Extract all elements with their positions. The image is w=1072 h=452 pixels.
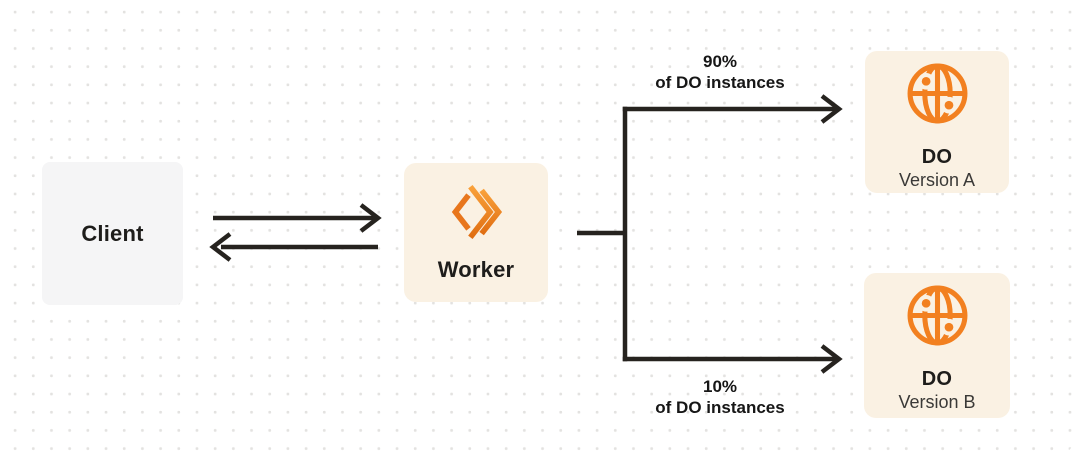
client-node: Client bbox=[42, 162, 183, 305]
do-b-title: DO bbox=[921, 368, 953, 390]
branch-trunk-line bbox=[577, 106, 628, 362]
client-node-label: Client bbox=[81, 220, 144, 246]
branch-90-label: 90% of DO instances bbox=[610, 51, 830, 93]
branch-90-caption: of DO instances bbox=[655, 73, 785, 92]
branch-90-percent: 90% bbox=[702, 52, 738, 71]
branch-arrow-90 bbox=[622, 94, 843, 124]
branch-arrow-10 bbox=[622, 344, 843, 374]
branch-10-label: 10% of DO instances bbox=[610, 376, 830, 418]
do-a-title: DO bbox=[921, 146, 953, 168]
do-b-subtitle: Version B bbox=[898, 392, 976, 412]
client-to-worker-arrow bbox=[213, 203, 382, 233]
durable-object-globe-icon bbox=[905, 283, 970, 353]
cloudflare-workers-icon bbox=[446, 182, 506, 247]
worker-to-client-arrow bbox=[209, 232, 378, 262]
branch-10-percent: 10% bbox=[702, 377, 738, 396]
worker-node-label: Worker bbox=[437, 257, 515, 282]
do-version-a-node: DO Version A bbox=[865, 51, 1009, 193]
durable-object-globe-icon bbox=[905, 61, 970, 131]
branch-10-caption: of DO instances bbox=[655, 398, 785, 417]
do-a-subtitle: Version A bbox=[898, 170, 976, 190]
do-version-b-node: DO Version B bbox=[864, 273, 1010, 418]
worker-node: Worker bbox=[404, 163, 548, 302]
